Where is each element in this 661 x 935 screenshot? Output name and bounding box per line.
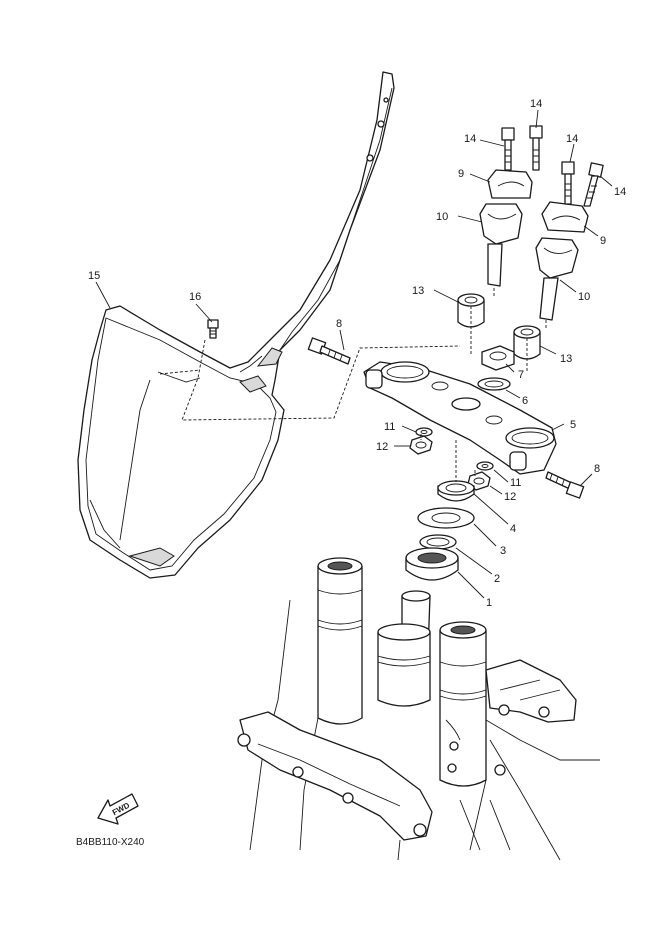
handlebar-upper-holder-9-left [487, 169, 533, 199]
callout-14-b: 14 [464, 133, 476, 145]
callout-10-right: 10 [578, 291, 590, 303]
nut-12-left [409, 435, 433, 455]
handlebar-lower-holder-10-right [535, 237, 579, 321]
callout-15: 15 [88, 270, 100, 282]
bolt-14-left-a [501, 127, 515, 171]
callout-6: 6 [522, 395, 528, 407]
callout-11-right: 11 [510, 477, 521, 489]
bolt-8-left [307, 337, 351, 365]
bearing-1 [405, 547, 459, 581]
steering-nut-7 [481, 345, 515, 371]
drawing-code: B4BB110-X240 [76, 837, 145, 848]
fwd-arrow-icon: FWD [97, 793, 139, 825]
leader-lines [95, 109, 613, 599]
callout-13-right: 13 [560, 353, 572, 365]
seal-2 [419, 534, 457, 550]
callout-2: 2 [494, 573, 500, 585]
callout-4: 4 [510, 523, 516, 535]
bearing-cover-3 [417, 507, 475, 529]
callout-11-left: 11 [384, 421, 395, 433]
callout-9-right: 9 [600, 235, 606, 247]
callout-labels: 15 16 8 14 14 14 14 9 9 10 10 13 13 7 6 … [88, 98, 626, 609]
bolt-14-right-a [561, 161, 575, 205]
mounting-guide-line [181, 339, 461, 421]
callout-5: 5 [570, 419, 576, 431]
bolt-14-right-b [583, 162, 604, 207]
callout-7: 7 [518, 369, 524, 381]
washer-11-left [415, 427, 433, 437]
front-fork-assembly [237, 557, 600, 861]
screw-16 [207, 319, 219, 339]
washer-6 [477, 377, 511, 391]
callout-12-right: 12 [504, 491, 516, 503]
number-plate [77, 71, 395, 579]
callout-14-c: 14 [566, 133, 578, 145]
callout-1: 1 [486, 597, 492, 609]
ring-nut-4 [437, 480, 475, 502]
callout-14-d: 14 [614, 186, 626, 198]
callout-12-left: 12 [376, 441, 388, 453]
callout-14-a: 14 [530, 98, 542, 110]
callout-9-left: 9 [458, 168, 464, 180]
callout-10-left: 10 [436, 211, 448, 223]
handlebar-upper-holder-9-right [541, 201, 589, 233]
upper-bracket [363, 361, 557, 475]
callout-13-left: 13 [412, 285, 424, 297]
callout-16: 16 [189, 291, 201, 303]
washer-11-right [476, 461, 494, 471]
handlebar-lower-holder-10-left [479, 203, 523, 287]
callout-3: 3 [500, 545, 506, 557]
bolt-8-right [545, 471, 585, 499]
callout-8-left: 8 [336, 318, 342, 330]
bolt-14-left-b [529, 125, 543, 171]
callout-8-right: 8 [594, 463, 600, 475]
